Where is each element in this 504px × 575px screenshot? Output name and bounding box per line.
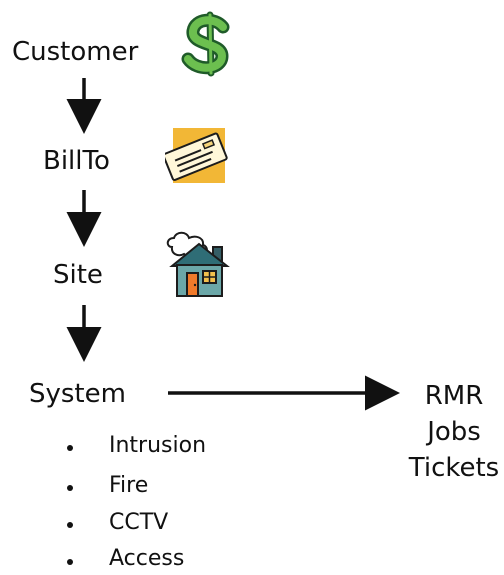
output-tickets: Tickets (408, 453, 500, 483)
bullet-fire (67, 485, 73, 491)
site-label: Site (53, 260, 103, 290)
system-label: System (29, 379, 126, 409)
output-rmr: RMR (424, 381, 484, 411)
system-type-fire: Fire (109, 473, 149, 498)
bullet-cctv (67, 522, 73, 528)
output-jobs: Jobs (427, 417, 481, 447)
system-type-access: Access (109, 546, 185, 571)
check-icon (165, 128, 228, 183)
system-type-cctv: CCTV (109, 510, 169, 535)
outputs-group: RMR Jobs Tickets (404, 378, 504, 486)
dollar-sign-icon (181, 11, 230, 77)
house-icon (166, 231, 230, 297)
bullet-intrusion (67, 445, 73, 451)
customer-label: Customer (12, 37, 139, 67)
system-type-intrusion: Intrusion (109, 433, 207, 458)
billto-label: BillTo (43, 146, 110, 176)
bullet-access (67, 559, 73, 565)
